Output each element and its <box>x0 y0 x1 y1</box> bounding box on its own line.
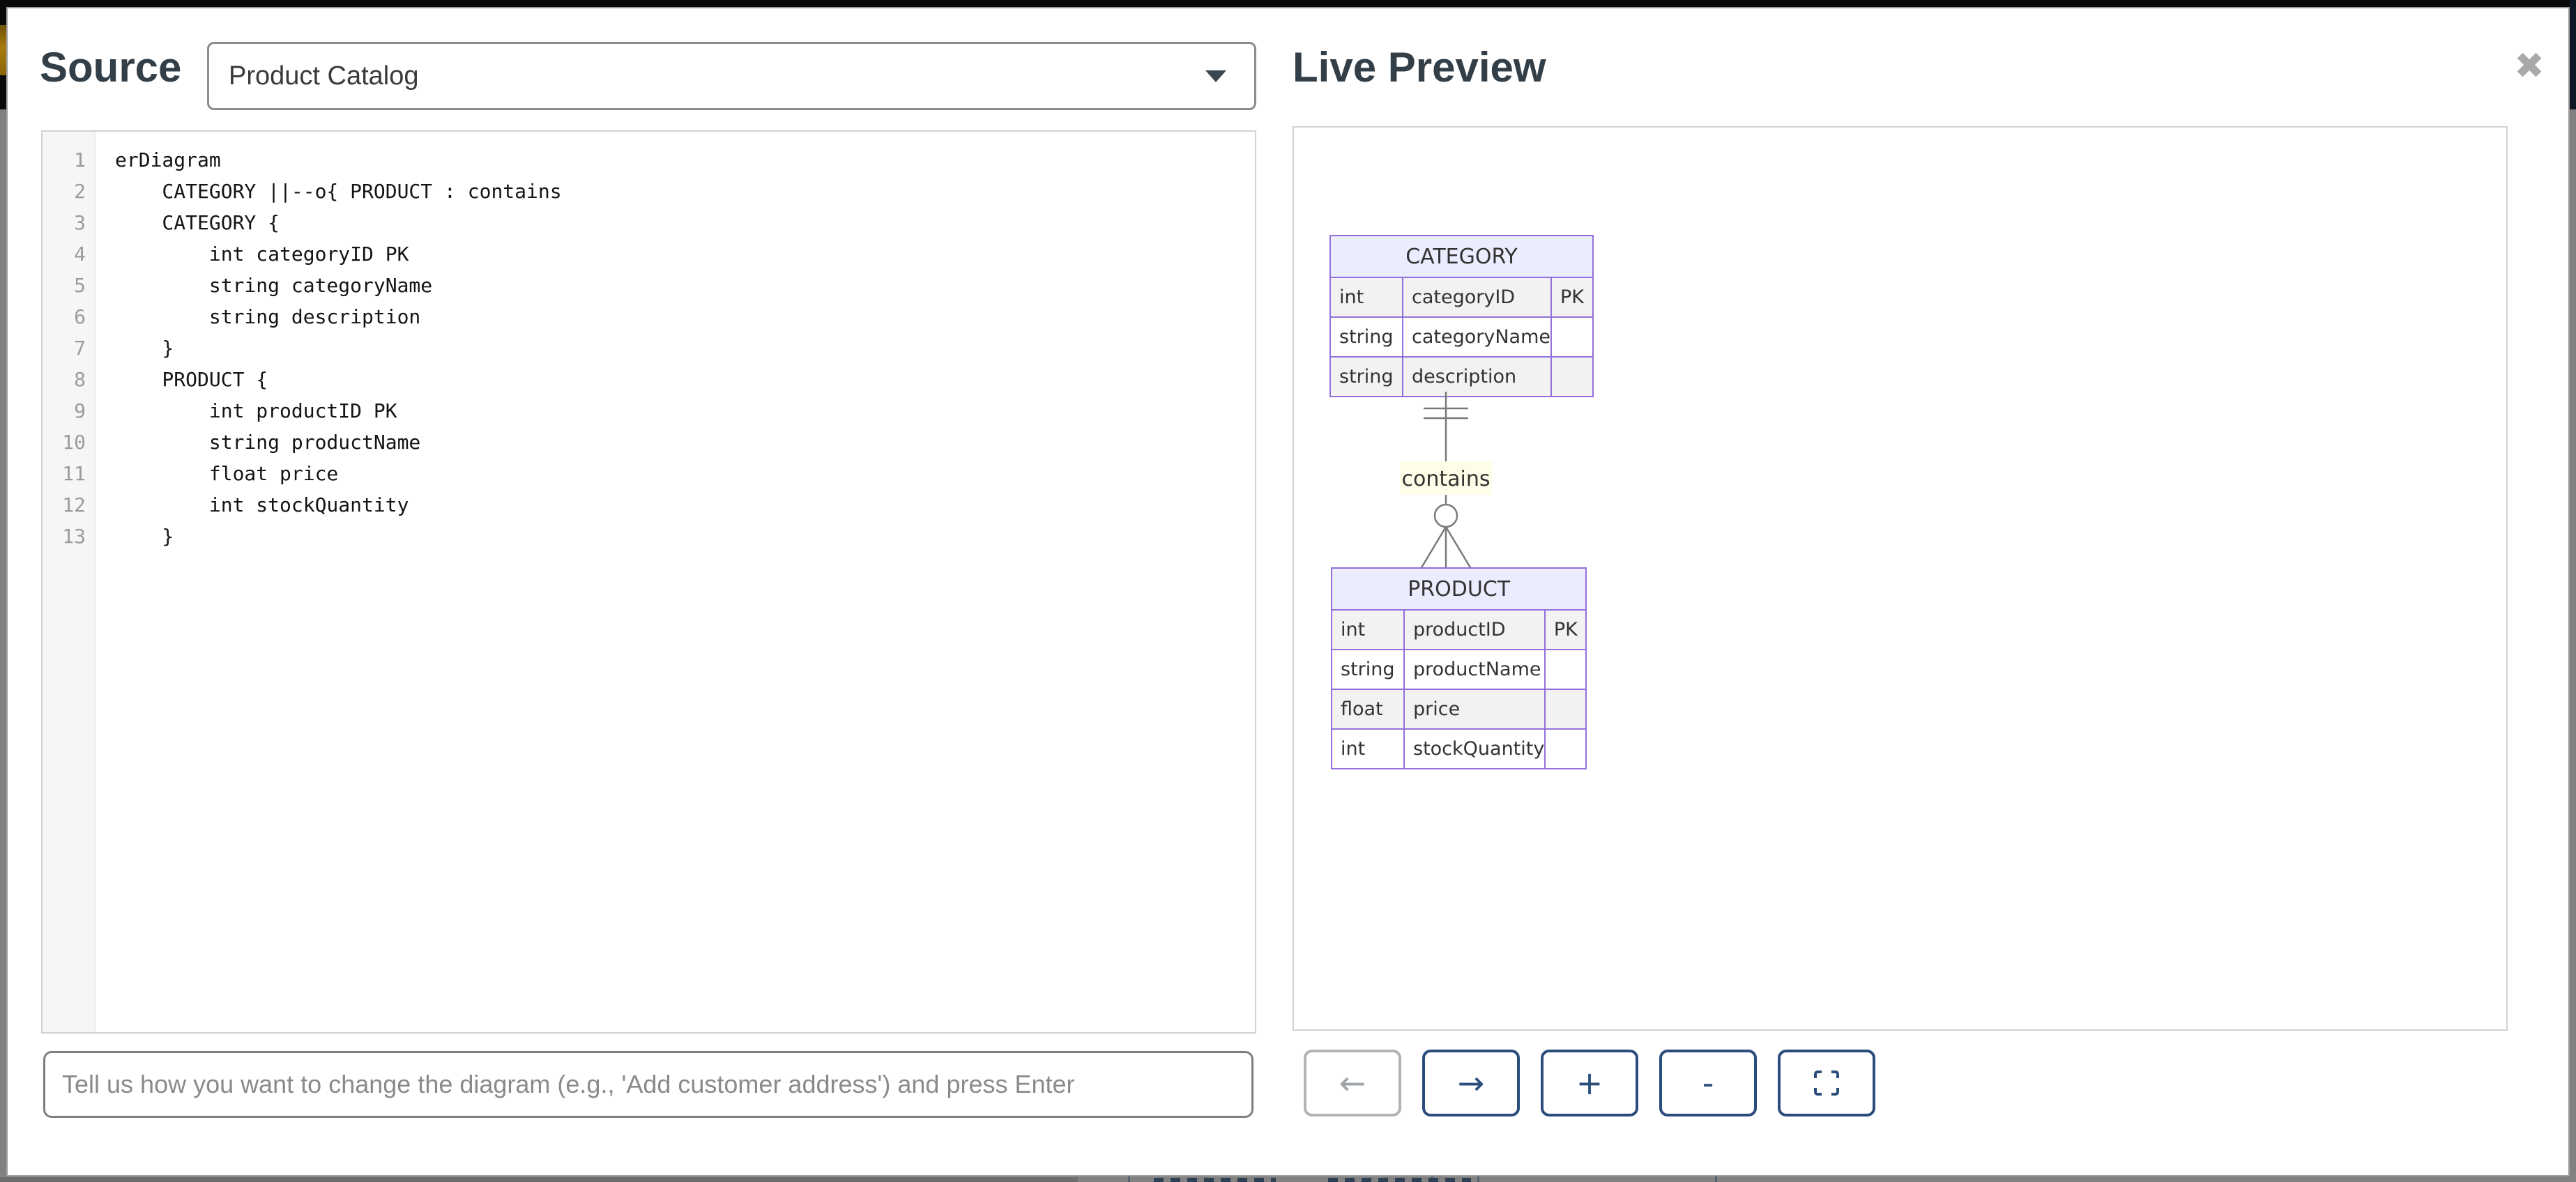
attr-name: categoryName <box>1402 316 1552 358</box>
table-row: string description <box>1329 356 1594 397</box>
redo-button[interactable]: → <box>1422 1050 1520 1116</box>
attr-type: int <box>1331 609 1405 650</box>
attr-name: productName <box>1403 649 1546 690</box>
chevron-down-icon <box>1205 70 1226 82</box>
line-number: 5 <box>74 274 86 297</box>
background-divider <box>1128 1176 1130 1182</box>
code-line[interactable]: } <box>115 337 174 360</box>
relationship-label: contains <box>1402 467 1491 491</box>
code-line[interactable]: PRODUCT { <box>115 368 268 391</box>
line-number: 6 <box>74 305 86 328</box>
entity-category: CATEGORY int categoryID PK string catego… <box>1329 235 1594 397</box>
attr-key: PK <box>1544 609 1587 650</box>
entity-title: CATEGORY <box>1329 235 1594 278</box>
code-line[interactable]: string productName <box>115 431 421 454</box>
live-preview-canvas: CATEGORY int categoryID PK string catego… <box>1293 126 2508 1031</box>
line-number: 7 <box>74 337 86 360</box>
close-icon[interactable]: ✖ <box>2514 46 2545 86</box>
attr-name: price <box>1403 689 1546 730</box>
background-text-fragment <box>1328 1178 1471 1182</box>
background-right-edge <box>2570 0 2576 109</box>
attr-type: string <box>1331 649 1405 690</box>
background-text-fragment <box>1154 1178 1276 1182</box>
table-row: int categoryID PK <box>1329 277 1594 318</box>
code-line[interactable]: float price <box>115 462 339 485</box>
diagram-change-input[interactable] <box>43 1051 1253 1118</box>
attr-type: string <box>1329 316 1403 358</box>
background-divider <box>1477 1176 1479 1182</box>
line-number: 3 <box>74 211 86 234</box>
line-number: 8 <box>74 368 86 391</box>
code-area[interactable]: erDiagram CATEGORY ||--o{ PRODUCT : cont… <box>96 132 1255 1032</box>
attr-key <box>1550 316 1594 358</box>
background-bottom-strip <box>0 1177 1078 1182</box>
attr-key <box>1544 728 1587 769</box>
fullscreen-button[interactable] <box>1778 1050 1875 1116</box>
code-line[interactable]: CATEGORY { <box>115 211 280 234</box>
fullscreen-icon <box>1814 1070 1839 1096</box>
code-line[interactable]: string description <box>115 305 421 328</box>
code-line[interactable]: int productID PK <box>115 399 397 422</box>
code-line[interactable]: erDiagram <box>115 148 221 171</box>
attr-type: int <box>1329 277 1403 318</box>
line-number: 9 <box>74 399 86 422</box>
attr-type: int <box>1331 728 1405 769</box>
code-line[interactable]: string categoryName <box>115 274 433 297</box>
background-divider <box>1715 1176 1717 1182</box>
diagram-select-value: Product Catalog <box>229 61 419 91</box>
table-row: string categoryName <box>1329 316 1594 358</box>
preview-panel-title: Live Preview <box>1293 44 1546 91</box>
zoom-out-button[interactable]: - <box>1659 1050 1757 1116</box>
attr-type: float <box>1331 689 1405 730</box>
line-number: 12 <box>62 493 86 516</box>
code-line[interactable]: int categoryID PK <box>115 243 409 266</box>
attr-key <box>1544 649 1587 690</box>
background-top-bar <box>0 0 2576 7</box>
line-number: 13 <box>62 525 86 548</box>
undo-button[interactable]: ← <box>1304 1050 1401 1116</box>
entity-product: PRODUCT int productID PK string productN… <box>1330 567 1587 769</box>
attr-key: PK <box>1550 277 1594 318</box>
code-line[interactable]: CATEGORY ||--o{ PRODUCT : contains <box>115 180 562 203</box>
zoom-in-button[interactable]: + <box>1541 1050 1638 1116</box>
diagram-select-dropdown[interactable]: Product Catalog <box>207 42 1256 110</box>
line-number: 2 <box>74 180 86 203</box>
table-row: int stockQuantity <box>1331 728 1587 769</box>
source-panel-title: Source <box>40 44 182 91</box>
code-line[interactable]: int stockQuantity <box>115 493 409 516</box>
code-line[interactable]: } <box>115 525 174 548</box>
table-row: string productName <box>1331 649 1587 690</box>
line-number: 4 <box>74 243 86 266</box>
attr-key <box>1550 356 1594 397</box>
line-number: 11 <box>62 462 86 485</box>
attr-name: categoryID <box>1402 277 1552 318</box>
background-logo-fragment <box>0 25 6 75</box>
table-row: float price <box>1331 689 1587 730</box>
attr-name: stockQuantity <box>1403 728 1546 769</box>
attr-name: productID <box>1403 609 1546 650</box>
line-number: 1 <box>74 148 86 171</box>
entity-title: PRODUCT <box>1330 567 1587 611</box>
attr-name: description <box>1402 356 1552 397</box>
relationship-connector: contains <box>1400 392 1492 569</box>
attr-key <box>1544 689 1587 730</box>
attr-type: string <box>1329 356 1403 397</box>
table-row: int productID PK <box>1331 609 1587 650</box>
line-number: 10 <box>62 431 86 454</box>
